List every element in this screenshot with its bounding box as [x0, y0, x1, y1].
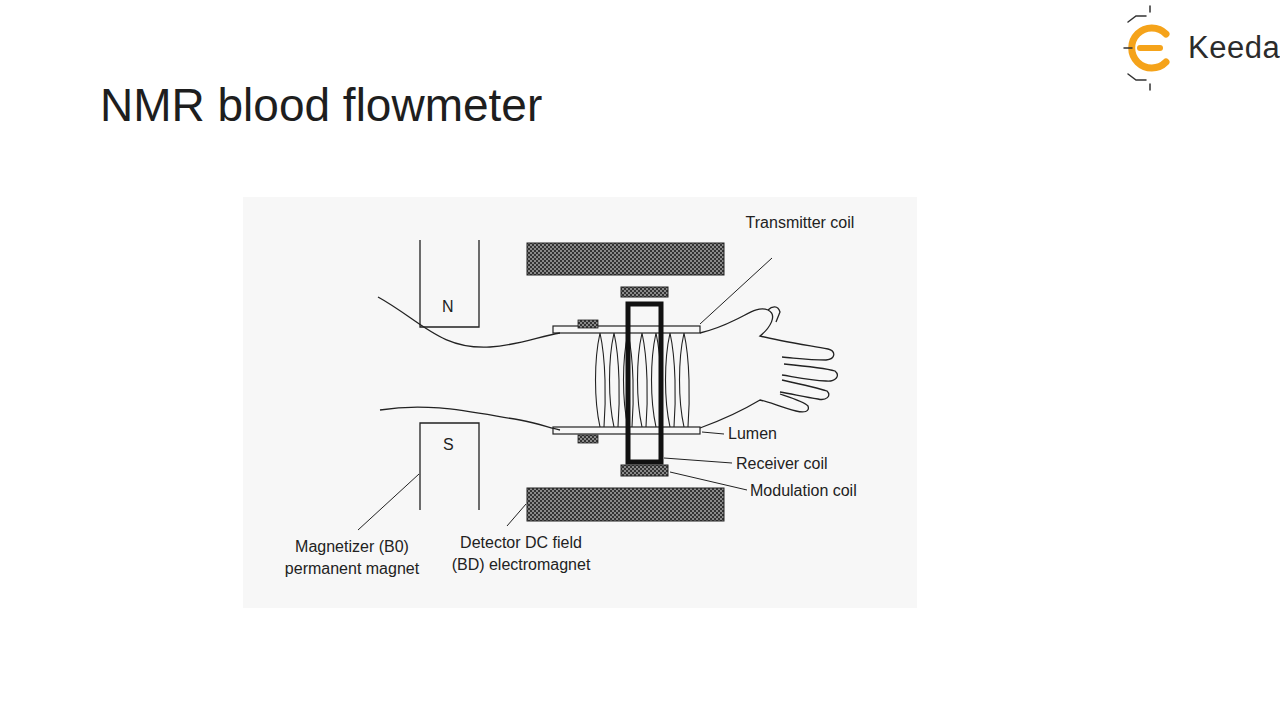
modulation-coil: [621, 465, 668, 476]
coil-winding: [680, 333, 690, 427]
transmitter-coil: [596, 333, 690, 427]
coil-winding: [596, 333, 606, 427]
electromagnet-pole: [527, 243, 724, 275]
hand-outline: [700, 309, 837, 428]
part-label: Lumen: [728, 423, 777, 445]
coil-winding: [610, 333, 620, 427]
pole-label: N: [442, 296, 454, 318]
arm-outline: [378, 297, 560, 347]
modulation-coil: [621, 287, 668, 297]
part-label: Transmitter coil: [745, 212, 855, 234]
receiver-coil: [628, 304, 661, 462]
magnet-north-pole: [420, 240, 479, 327]
coil-winding: [638, 333, 648, 427]
part-label: Magnetizer (B0) permanent magnet: [272, 536, 432, 580]
part-label: Modulation coil: [750, 480, 857, 502]
figure-panel: [243, 197, 917, 608]
electromagnet-pole: [527, 488, 724, 521]
part-label: Receiver coil: [736, 453, 828, 475]
slide-title: NMR blood flowmeter: [100, 78, 542, 132]
arm-outline: [380, 407, 560, 430]
leader-line: [358, 258, 772, 530]
thumb-nail: [768, 307, 780, 322]
coil-clamp: [578, 320, 598, 328]
coil-clamp: [578, 435, 598, 443]
pole-label: S: [443, 434, 454, 456]
magnet-south-pole: [420, 423, 479, 510]
part-label: Detector DC field (BD) electromagnet: [446, 532, 596, 576]
logo-text: Keeda: [1188, 30, 1280, 66]
coil-winding: [666, 333, 676, 427]
logo-mark: [1124, 6, 1166, 90]
